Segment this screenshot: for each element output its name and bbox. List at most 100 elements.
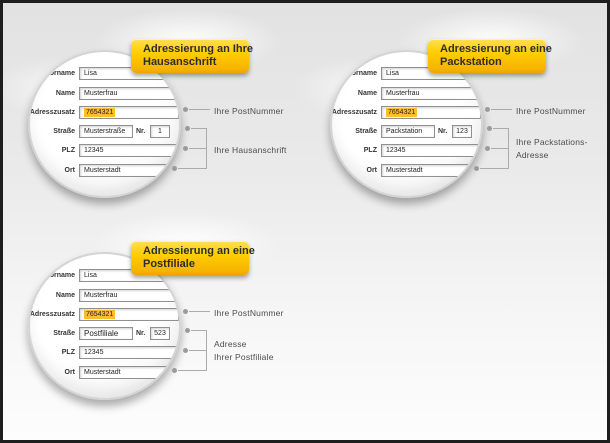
postnummer-highlight: 7654321	[84, 310, 116, 319]
field-input-ort: Musterstadt	[79, 366, 179, 379]
field-input-strasse: Musterstraße	[79, 125, 133, 138]
field-value-ort: Musterstadt	[84, 369, 121, 376]
field-input-plz: 12345	[79, 346, 179, 359]
field-input-plz: 12345	[381, 144, 481, 157]
connector-dot-icon	[183, 107, 188, 112]
field-input-ort: Musterstadt	[381, 164, 481, 177]
field-label-vorname: Vorname	[347, 70, 377, 77]
field-input-adresszusatz: 7654321	[79, 308, 179, 321]
field-label-adresszusatz: Adresszusatz	[29, 109, 75, 116]
field-value-nr: 1	[158, 128, 162, 135]
field-label-nr: Nr.	[136, 128, 146, 135]
field-input-nr: 523	[150, 327, 170, 340]
field-label-vorname: Vorname	[45, 272, 75, 279]
field-input-plz: 12345	[79, 144, 179, 157]
connector-line	[191, 128, 206, 129]
connector-dot-icon	[183, 309, 188, 314]
annotation-address-label: Adresse Ihrer Postfiliale	[214, 339, 274, 362]
form-row-adresszusatz: Adresszusatz 7654321	[30, 106, 179, 119]
field-label-adresszusatz: Adresszusatz	[331, 109, 377, 116]
field-label-name: Name	[357, 90, 377, 97]
connector-bracket-line	[508, 128, 509, 169]
postnummer-highlight: 7654321	[84, 108, 116, 117]
connector-line	[493, 128, 508, 129]
connector-dot-icon	[172, 166, 177, 171]
form-row-strasse: Straße Musterstraße Nr. 1	[30, 125, 179, 138]
connector-line	[491, 148, 508, 149]
field-input-nr: 1	[150, 125, 170, 138]
form-row-plz: PLZ 12345	[332, 144, 481, 157]
field-label-ort: Ort	[64, 369, 76, 376]
field-value-vorname: Lisa	[386, 70, 399, 77]
field-value-strasse: Postfiliale	[84, 329, 119, 338]
field-value-ort: Musterstadt	[84, 167, 121, 174]
form-row-plz: PLZ 12345	[30, 144, 179, 157]
form-row-strasse: Straße Postfiliale Nr. 523	[30, 327, 179, 340]
form-row-ort: Ort Musterstadt	[332, 164, 481, 177]
form-row-name: Name Musterfrau	[30, 289, 179, 302]
field-input-adresszusatz: 7654321	[381, 106, 481, 119]
field-value-vorname: Lisa	[84, 70, 97, 77]
field-label-plz: PLZ	[61, 147, 75, 154]
field-input-nr: 123	[452, 125, 472, 138]
field-label-strasse: Straße	[53, 128, 75, 135]
form-row-adresszusatz: Adresszusatz 7654321	[30, 308, 179, 321]
annotation-address-label: Ihre Packstations- Adresse	[516, 137, 588, 160]
field-label-plz: PLZ	[363, 147, 377, 154]
field-input-strasse: Packstation	[381, 125, 435, 138]
address-example-packstation: Vorname Lisa Name Musterfrau Adresszusat…	[330, 39, 607, 244]
field-input-ort: Musterstadt	[79, 164, 179, 177]
callout-hausanschrift: Adressierung an Ihre Hausanschrift	[131, 39, 253, 73]
field-value-strasse: Musterstraße	[84, 128, 126, 135]
connector-line	[189, 148, 206, 149]
connector-dot-icon	[474, 166, 479, 171]
field-label-nr: Nr.	[136, 330, 146, 337]
field-input-strasse: Postfiliale	[79, 327, 133, 340]
field-input-name: Musterfrau	[381, 87, 481, 100]
form-row-plz: PLZ 12345	[30, 346, 179, 359]
connector-line	[191, 330, 206, 331]
field-value-plz: 12345	[84, 349, 104, 356]
field-label-name: Name	[55, 90, 75, 97]
field-value-nr: 123	[456, 128, 468, 135]
connector-dot-icon	[485, 107, 490, 112]
annotation-address-label: Ihre Hausanschrift	[214, 145, 287, 155]
callout-postfiliale: Adressierung an eine Postfiliale	[131, 241, 255, 275]
callout-line2: Postfiliale	[143, 258, 195, 270]
connector-line	[491, 109, 512, 110]
connector-dot-icon	[172, 368, 177, 373]
connector-line	[480, 168, 508, 169]
field-label-adresszusatz: Adresszusatz	[29, 311, 75, 318]
field-label-plz: PLZ	[61, 349, 75, 356]
form-row-name: Name Musterfrau	[332, 87, 481, 100]
callout-line2: Hausanschrift	[143, 56, 217, 68]
field-value-ort: Musterstadt	[386, 167, 423, 174]
field-value-strasse: Packstation	[386, 128, 423, 135]
connector-dot-icon	[485, 146, 490, 151]
address-example-hausanschrift: Vorname Lisa Name Musterfrau Adresszusat…	[28, 39, 328, 244]
field-input-name: Musterfrau	[79, 289, 179, 302]
field-value-name: Musterfrau	[84, 90, 118, 97]
field-label-nr: Nr.	[438, 128, 448, 135]
connector-dot-icon	[183, 348, 188, 353]
field-label-strasse: Straße	[53, 330, 75, 337]
callout-line2: Packstation	[440, 56, 502, 68]
connector-bracket-line	[206, 330, 207, 371]
connector-line	[189, 109, 210, 110]
field-label-vorname: Vorname	[45, 70, 75, 77]
annotation-postnummer-label: Ihre PostNummer	[214, 106, 284, 116]
field-input-adresszusatz: 7654321	[79, 106, 179, 119]
field-value-name: Musterfrau	[386, 90, 420, 97]
field-label-strasse: Straße	[355, 128, 377, 135]
field-value-name: Musterfrau	[84, 292, 118, 299]
field-input-name: Musterfrau	[79, 87, 179, 100]
field-value-nr: 523	[154, 330, 166, 337]
callout-line1: Adressierung an eine	[440, 43, 552, 55]
connector-dot-icon	[185, 328, 190, 333]
callout-line1: Adressierung an eine	[143, 245, 255, 257]
connector-dot-icon	[183, 146, 188, 151]
magnifier-circle: Vorname Lisa Name Musterfrau Adresszusat…	[28, 50, 181, 198]
field-label-ort: Ort	[64, 167, 76, 174]
connector-line	[178, 168, 206, 169]
